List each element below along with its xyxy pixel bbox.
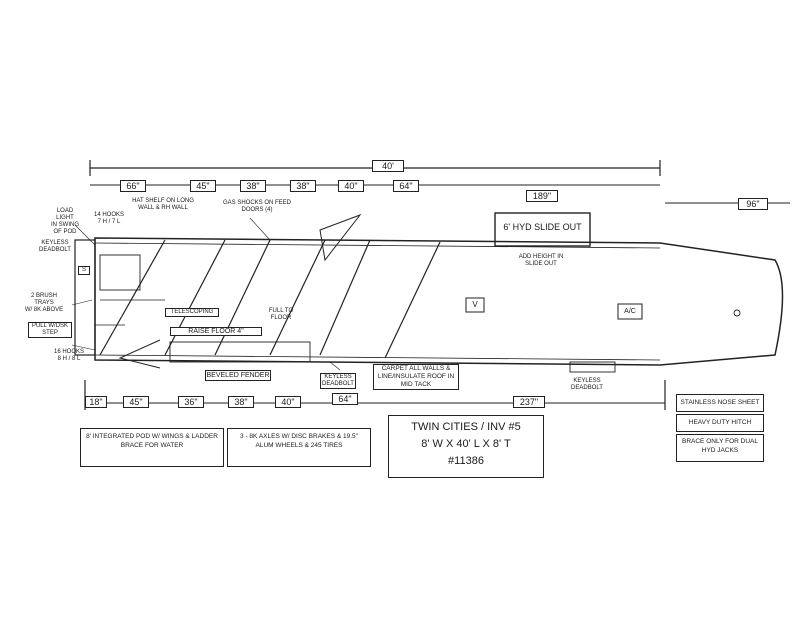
dimension-top-5: 40" [338, 180, 364, 192]
callout-beveled-fender: BEVELED FENDER [205, 370, 271, 381]
dimension-top-1: 66" [120, 180, 146, 192]
callout-keyless-mid: KEYLESS DEADBOLT [320, 373, 356, 389]
dimension-top-4: 38" [290, 180, 316, 192]
callout-gas-shocks: GAS SHOCKS ON FEED DOORS (4) [222, 200, 291, 213]
note-axles: 3 - 8K AXLES W/ DISC BRAKES & 19.5" ALUM… [227, 428, 371, 467]
callout-hat-shelf: HAT SHELF ON LONG WALL & RH WALL [132, 198, 194, 211]
callout-pull-step: PULL W/DSK STEP [28, 322, 72, 338]
note-stainless: STAINLESS NOSE SHEET [676, 394, 764, 412]
callout-hooks-top: 14 HOOKS 7 H / 7 L [93, 212, 124, 225]
title-block: TWIN CITIES / INV #5 8' W X 40' L X 8' T… [388, 415, 544, 478]
partition-line [164, 239, 226, 356]
dimension-overall: 40' [372, 160, 404, 172]
callout-raise-floor: RAISE FLOOR 4" [170, 327, 262, 336]
dimension-bottom-3: 36" [178, 396, 204, 408]
swing-gate [319, 213, 362, 262]
dimension-top-7: 189" [526, 190, 558, 202]
callout-v: V [472, 300, 478, 309]
callout-keyless-left: KEYLESS DEADBOLT [39, 240, 71, 253]
dimension-bottom-1: 18" [85, 396, 107, 408]
trailer-body-outline [94, 237, 784, 366]
dimension-top-6: 64" [393, 180, 419, 192]
title-line-3: #11386 [448, 455, 484, 467]
callout-s-mark: S [78, 266, 90, 275]
callout-hooks-bottom: 16 HOOKS 8 H / 8 L [53, 349, 84, 362]
note-hitch: HEAVY DUTY HITCH [676, 414, 764, 432]
callout-load-light: LOAD LIGHT IN SWING OF POD [51, 208, 79, 235]
callout-keyless-right: KEYLESS DEADBOLT [571, 378, 603, 391]
callout-telescoping: TELESCOPING [165, 308, 219, 317]
dimension-bottom-4: 38" [228, 396, 254, 408]
callout-add-height: ADD HEIGHT IN SLIDE OUT [518, 254, 564, 267]
callout-slide-out: 6' HYD SLIDE OUT [503, 222, 582, 232]
partition-line [99, 239, 166, 356]
dimension-bottom-2: 45" [123, 396, 149, 408]
fender-rail [169, 341, 311, 363]
dimension-top-2: 45" [190, 180, 216, 192]
partition-line [269, 239, 326, 356]
callout-ac: A/C [624, 308, 636, 315]
callout-full-to-floor: FULL TO FLOOR [268, 308, 294, 321]
note-pod: 8' INTEGRATED POD W/ WINGS & LADDER BRAC… [80, 428, 224, 467]
partition-line [319, 239, 371, 356]
hitch-mark [733, 309, 741, 317]
slide-out-outline [494, 212, 591, 247]
title-line-1: TWIN CITIES / INV #5 [411, 421, 521, 433]
pod-outline [74, 239, 96, 356]
dimension-bottom-5: 40" [275, 396, 301, 408]
callout-carpet: CARPET ALL WALLS & LINE/INSULATE ROOF IN… [373, 364, 459, 390]
dimension-bottom-6: 64" [332, 393, 358, 405]
title-line-2: 8' W X 40' L X 8' T [421, 438, 511, 450]
dimension-nose: 96" [738, 198, 768, 210]
dimension-top-3: 38" [240, 180, 266, 192]
note-brace: BRACE ONLY FOR DUAL HYD JACKS [676, 434, 764, 462]
partition-line [214, 239, 271, 356]
callout-brush-trays: 2 BRUSH TRAYS W/ 8K ABOVE [24, 293, 64, 313]
dimension-bottom-7: 237" [513, 396, 545, 408]
partition-line [384, 241, 441, 359]
